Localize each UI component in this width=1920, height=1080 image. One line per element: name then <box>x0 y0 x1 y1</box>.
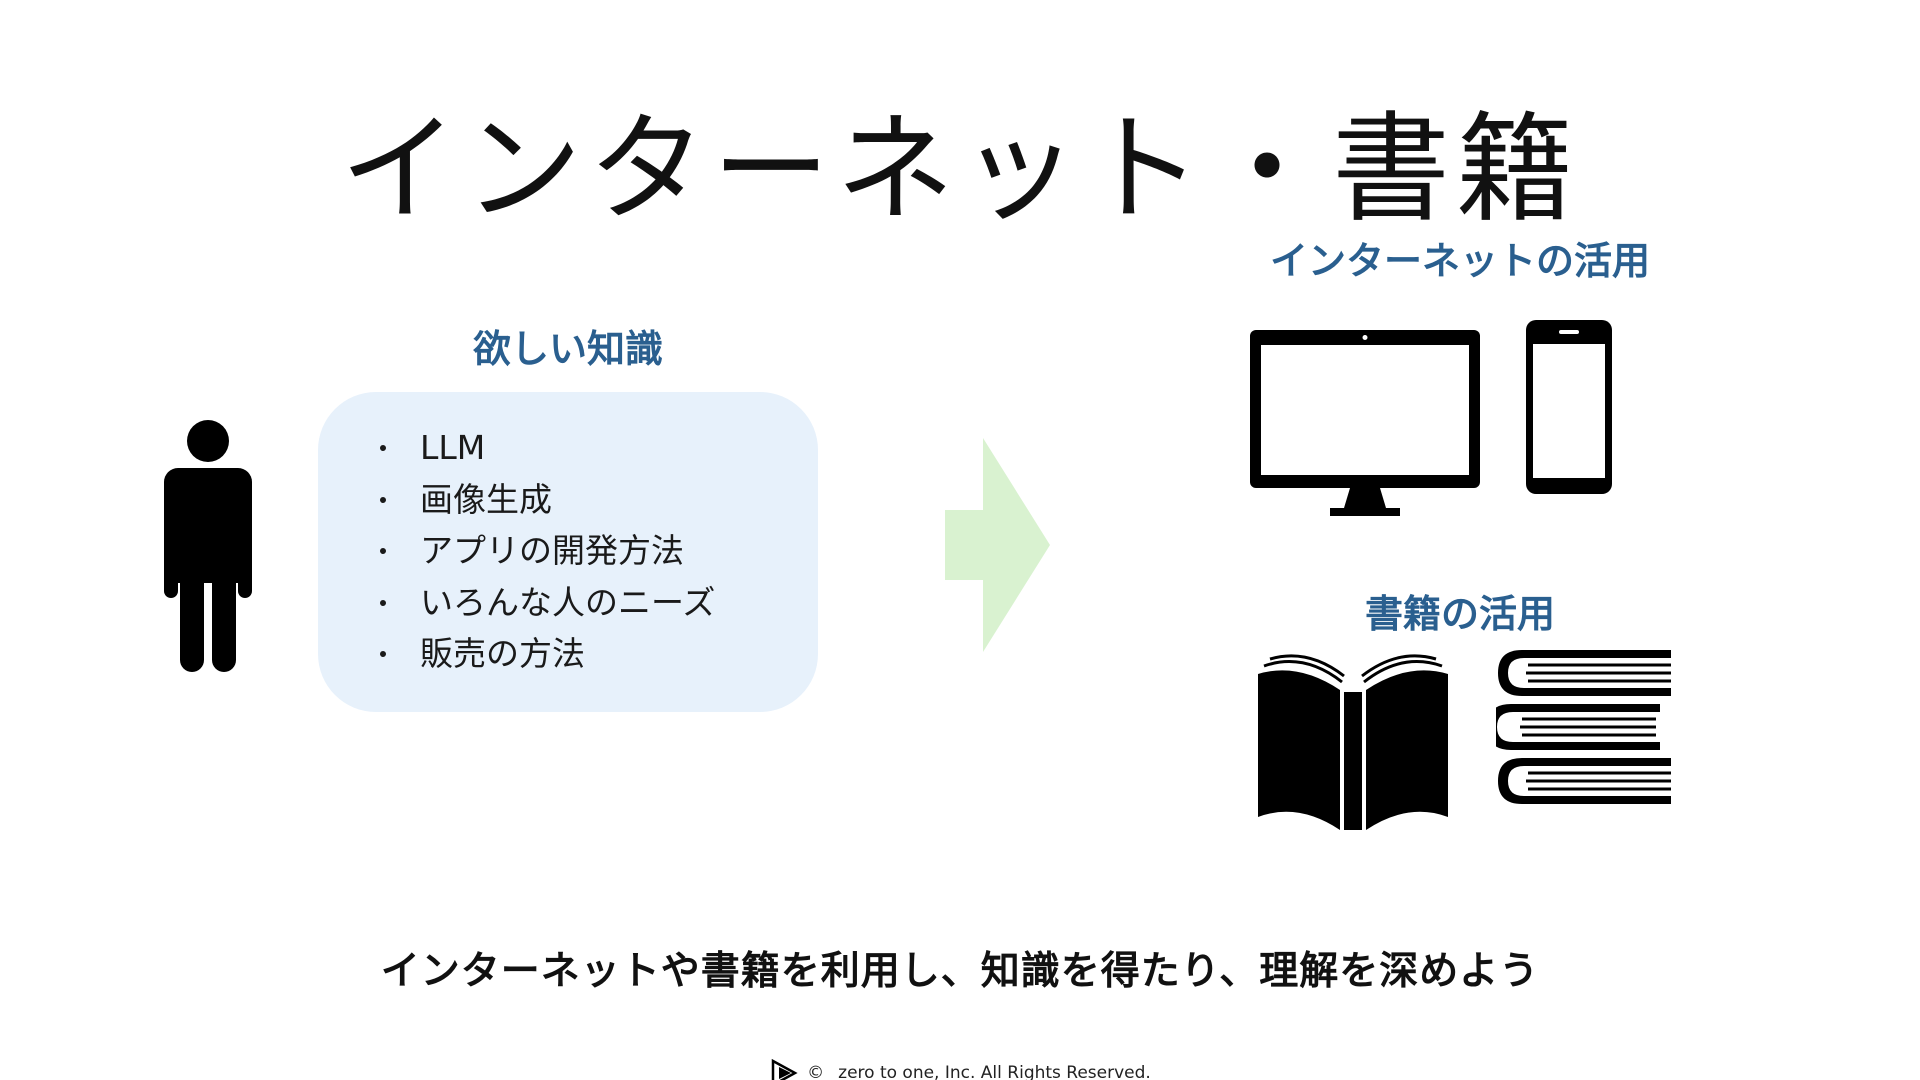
list-item-text: いろんな人のニーズ <box>420 582 716 622</box>
knowledge-box: LLM 画像生成 アプリの開発方法 いろんな人のニーズ 販売の方法 <box>318 392 818 712</box>
list-item-text: LLM <box>420 428 486 467</box>
footer: © zero to one, Inc. All Rights Reserved. <box>0 1058 1920 1080</box>
knowledge-heading: 欲しい知識 <box>472 327 663 371</box>
bullet <box>380 651 386 657</box>
list-item: 販売の方法 <box>380 628 818 680</box>
internet-heading: インターネットの活用 <box>1269 239 1650 283</box>
list-item-text: 販売の方法 <box>420 634 585 673</box>
bullet <box>380 496 386 503</box>
smartphone-icon <box>1526 320 1612 494</box>
list-item-text: 画像生成 <box>420 479 552 519</box>
slide-title: インターネット・書籍 <box>339 100 1580 239</box>
list-item: 画像生成 <box>380 474 818 526</box>
bullet <box>380 548 386 554</box>
bullet <box>380 445 386 451</box>
bullet <box>380 599 386 606</box>
summary-text: インターネットや書籍を利用し、知識を得たり、理解を深めよう <box>380 949 1540 994</box>
desktop-monitor-icon <box>1250 330 1480 516</box>
footer-text: zero to one, Inc. All Rights Reserved. <box>838 1063 1151 1080</box>
list-item: アプリの開発方法 <box>380 525 818 577</box>
books-heading: 書籍の活用 <box>1364 592 1555 636</box>
knowledge-list: LLM 画像生成 アプリの開発方法 いろんな人のニーズ 販売の方法 <box>380 422 818 680</box>
arrow-right-icon <box>945 438 1050 652</box>
person-icon <box>164 420 252 672</box>
list-item: いろんな人のニーズ <box>380 577 818 629</box>
open-book-icon <box>1258 654 1448 830</box>
play-logo-icon <box>771 1058 798 1080</box>
list-item-text: アプリの開発方法 <box>420 531 684 570</box>
copyright-icon: © <box>807 1063 825 1080</box>
list-item: LLM <box>380 422 818 474</box>
book-stack-icon <box>1496 650 1671 804</box>
